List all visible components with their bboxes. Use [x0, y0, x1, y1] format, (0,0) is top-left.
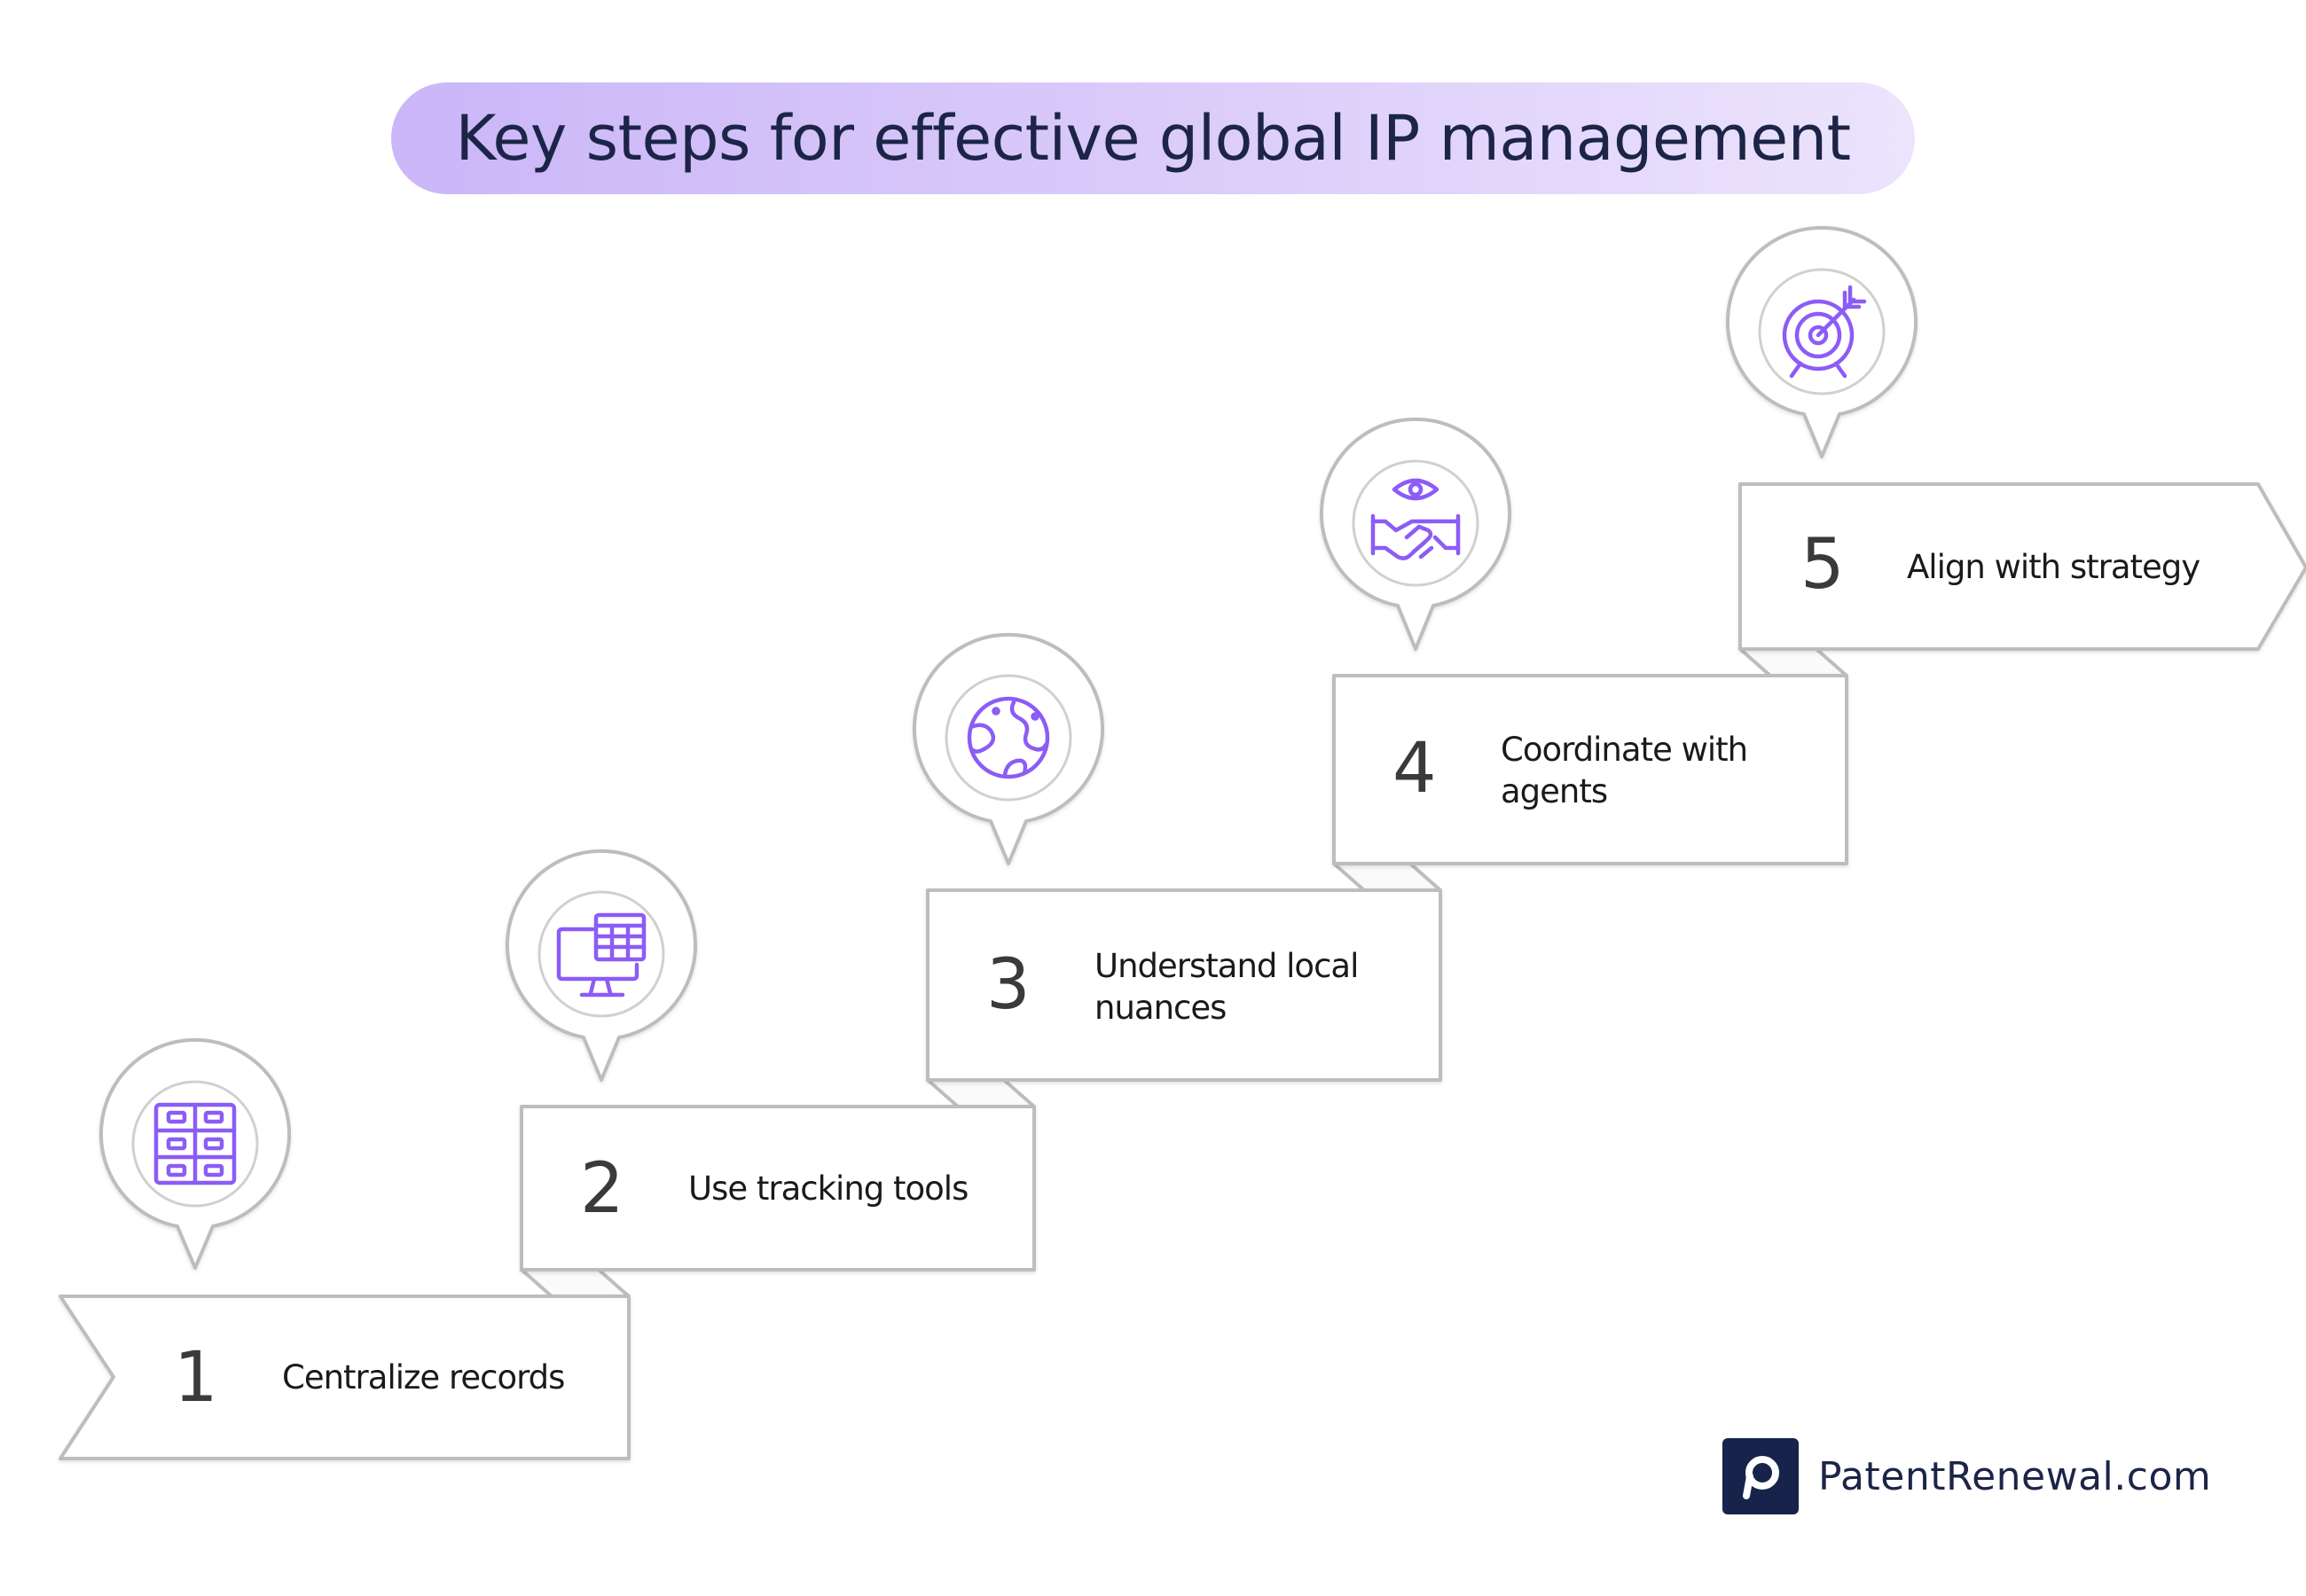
handshake-eye-icon — [1370, 478, 1461, 560]
title-banner: Key steps for effective global IP manage… — [391, 82, 1915, 194]
step-4-label: Coordinate with agents — [1501, 731, 1748, 810]
brand-name: PatentRenewal.com — [1818, 1453, 2212, 1499]
step-shapes — [59, 482, 2306, 1460]
globe-icon — [967, 696, 1050, 779]
patentrenewal-logo-icon — [1722, 1438, 1799, 1514]
step-2-shape — [520, 1105, 1036, 1271]
step-3-label: Understand local nuances — [1094, 947, 1359, 1027]
step-3-shape — [926, 888, 1442, 1082]
step-4-number: 4 — [1392, 729, 1437, 809]
step-2-label: Use tracking tools — [688, 1170, 969, 1208]
connector-3-4 — [1332, 862, 1442, 892]
step-4-shape — [1332, 674, 1848, 865]
connector-2-3 — [926, 1078, 1036, 1108]
step-3-number: 3 — [986, 945, 1031, 1025]
step-1-shape — [59, 1295, 631, 1460]
filing-cabinet-icon — [153, 1102, 237, 1185]
connector-4-5 — [1738, 647, 1848, 677]
step-5-number: 5 — [1800, 525, 1845, 605]
step-2-number: 2 — [580, 1149, 624, 1229]
step-1-label: Centralize records — [282, 1358, 565, 1396]
brand[interactable]: PatentRenewal.com — [1722, 1438, 2211, 1514]
step-5-label: Align with strategy — [1907, 548, 2200, 586]
step-1-number: 1 — [174, 1338, 218, 1418]
target-arrow-icon — [1782, 285, 1867, 379]
connector-1-2 — [520, 1268, 631, 1298]
page-title: Key steps for effective global IP manage… — [455, 102, 1851, 175]
step-5-shape — [1738, 482, 2306, 651]
computer-spreadsheet-icon — [556, 912, 647, 998]
